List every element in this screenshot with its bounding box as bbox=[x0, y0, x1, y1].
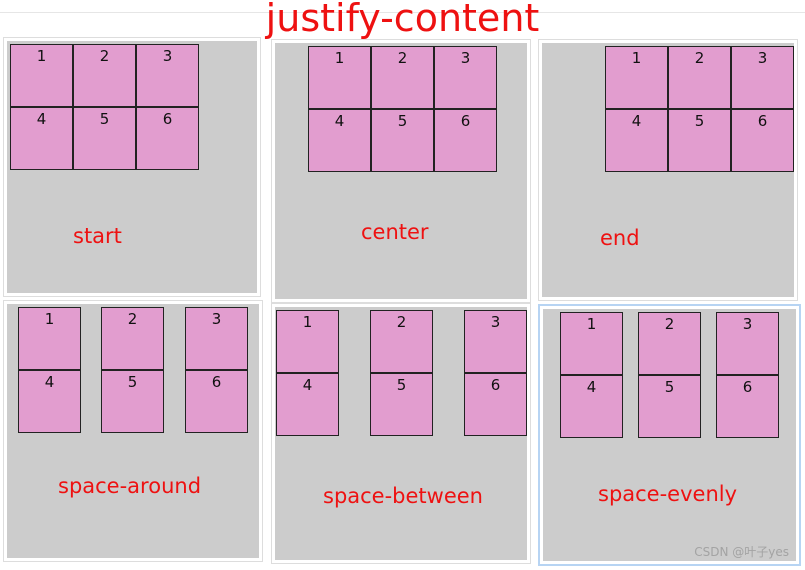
grid-item-3: 3 bbox=[464, 310, 527, 373]
grid-item-4: 4 bbox=[10, 107, 73, 170]
grid-item-5: 5 bbox=[370, 373, 433, 436]
panel-label: space-evenly bbox=[598, 482, 738, 506]
panel-label: start bbox=[73, 224, 122, 248]
grid-item-1: 1 bbox=[308, 46, 371, 109]
panel-label: space-between bbox=[323, 484, 483, 508]
grid-item-1: 1 bbox=[18, 307, 81, 370]
grid-item-4: 4 bbox=[308, 109, 371, 172]
grid-item-3: 3 bbox=[136, 44, 199, 107]
grid-item-6: 6 bbox=[731, 109, 794, 172]
grid-item-4: 4 bbox=[605, 109, 668, 172]
grid-item-5: 5 bbox=[73, 107, 136, 170]
grid-item-6: 6 bbox=[716, 375, 779, 438]
grid-item-2: 2 bbox=[638, 312, 701, 375]
grid-item-5: 5 bbox=[668, 109, 731, 172]
grid-item-1: 1 bbox=[560, 312, 623, 375]
watermark: CSDN @叶子yes bbox=[694, 545, 789, 559]
grid-item-1: 1 bbox=[276, 310, 339, 373]
grid-item-1: 1 bbox=[605, 46, 668, 109]
page-title: justify-content bbox=[265, 0, 540, 40]
grid-item-5: 5 bbox=[101, 370, 164, 433]
grid-item-1: 1 bbox=[10, 44, 73, 107]
grid-item-4: 4 bbox=[18, 370, 81, 433]
grid-item-6: 6 bbox=[136, 107, 199, 170]
header-divider bbox=[0, 12, 805, 13]
panel-label: end bbox=[600, 226, 640, 250]
grid-item-6: 6 bbox=[434, 109, 497, 172]
grid-item-2: 2 bbox=[101, 307, 164, 370]
grid-item-4: 4 bbox=[560, 375, 623, 438]
grid-item-6: 6 bbox=[185, 370, 248, 433]
grid-item-4: 4 bbox=[276, 373, 339, 436]
grid-item-2: 2 bbox=[73, 44, 136, 107]
panel-label: center bbox=[361, 220, 429, 244]
grid-item-6: 6 bbox=[464, 373, 527, 436]
grid-item-5: 5 bbox=[371, 109, 434, 172]
grid-item-2: 2 bbox=[371, 46, 434, 109]
grid-item-2: 2 bbox=[668, 46, 731, 109]
grid-item-3: 3 bbox=[185, 307, 248, 370]
grid-item-5: 5 bbox=[638, 375, 701, 438]
grid-item-3: 3 bbox=[731, 46, 794, 109]
grid-item-2: 2 bbox=[370, 310, 433, 373]
panel-label: space-around bbox=[58, 474, 202, 498]
grid-item-3: 3 bbox=[434, 46, 497, 109]
grid-item-3: 3 bbox=[716, 312, 779, 375]
